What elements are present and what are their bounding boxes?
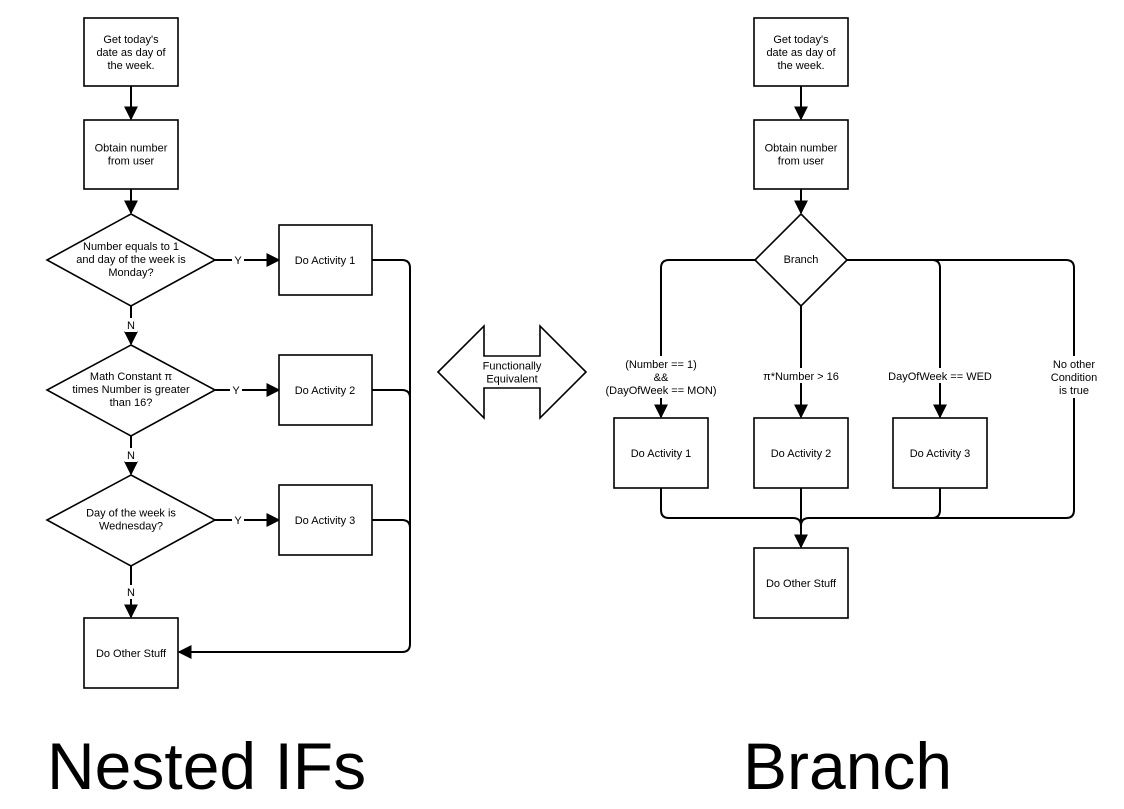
- text-line: Number equals to 1: [83, 241, 179, 253]
- branch-title: Branch: [743, 729, 952, 803]
- yes-label-1: Y: [234, 255, 242, 267]
- edge-activity1-to-other: [177, 259, 411, 659]
- edge-merge-curve-left: [792, 517, 802, 527]
- text-line: Do Activity 3: [295, 515, 356, 527]
- no-label-3: N: [127, 587, 135, 599]
- right-activity1-box: [613, 417, 709, 489]
- text-line: the week.: [107, 60, 154, 72]
- no-label-2: N: [127, 450, 135, 462]
- right-get-date-box: [753, 17, 849, 87]
- text-line: Do Activity 3: [910, 448, 971, 460]
- left-activity3-text: Do Activity 3: [295, 515, 356, 527]
- right-obtain-number-box: [753, 119, 849, 190]
- edge-activity2-to-other: [372, 389, 411, 399]
- text-line: the week.: [777, 60, 824, 72]
- text-line: date as day of: [96, 47, 166, 59]
- edge-activity1-merge: [660, 488, 793, 519]
- condition-3-label: DayOfWeek == WED: [888, 371, 992, 383]
- text-line: than 16?: [110, 397, 153, 409]
- double-arrow-icon: [436, 324, 588, 420]
- left-edge-labels: Y N Y N Y N: [125, 253, 244, 599]
- text-line: date as day of: [766, 47, 836, 59]
- text-line: times Number is greater: [72, 384, 190, 396]
- right-edges: [654, 86, 1075, 549]
- right-activity2-text: Do Activity 2: [771, 448, 832, 460]
- edge-branch-to-activity1: [654, 259, 755, 419]
- text-line: Obtain number: [765, 143, 838, 155]
- yes-label-3: Y: [234, 515, 242, 527]
- right-other-stuff-text: Do Other Stuff: [766, 578, 837, 590]
- text-line: and day of the week is: [76, 254, 186, 266]
- right-activity1-text: Do Activity 1: [631, 448, 692, 460]
- text-line: Do Activity 1: [631, 448, 692, 460]
- text-line: Monday?: [108, 267, 153, 279]
- branch-text: Branch: [784, 254, 819, 266]
- text-line: (Number == 1): [625, 359, 697, 371]
- branch-diagram: (Number == 1)&&(DayOfWeek == MON) π*Numb…: [604, 17, 1102, 803]
- left-activity2-text: Do Activity 2: [295, 385, 356, 397]
- condition-1-label: (Number == 1)&&(DayOfWeek == MON): [605, 359, 716, 397]
- edge-merge-curve-right: [800, 517, 810, 527]
- text-line: Day of the week is: [86, 508, 176, 520]
- left-other-stuff-box: [83, 617, 179, 689]
- condition-2-label: π*Number > 16: [763, 371, 839, 383]
- left-decision1-diamond: [45, 213, 217, 307]
- left-activity1-text: Do Activity 1: [295, 255, 356, 267]
- text-line: Get today's: [103, 34, 159, 46]
- text-line: is true: [1059, 385, 1089, 397]
- nested-ifs-title: Nested IFs: [47, 729, 366, 803]
- text-line: Equivalent: [486, 374, 537, 386]
- edge-activity3-merge: [809, 488, 941, 519]
- text-line: Do Other Stuff: [96, 648, 167, 660]
- edge-activity3-to-other: [372, 519, 411, 529]
- branch-diamond: [753, 212, 849, 308]
- left-activity3-box: [278, 484, 373, 556]
- right-activity3-text: Do Activity 3: [910, 448, 971, 460]
- text-line: from user: [108, 156, 155, 168]
- left-activity2-box: [278, 354, 373, 426]
- left-other-stuff-text: Do Other Stuff: [96, 648, 167, 660]
- text-line: DayOfWeek == WED: [888, 371, 992, 383]
- text-line: from user: [778, 156, 825, 168]
- text-line: &&: [654, 372, 669, 384]
- edge-branch-to-activity3: [847, 259, 947, 419]
- right-activity3-box: [892, 417, 988, 489]
- text-line: Get today's: [773, 34, 829, 46]
- text-line: Condition: [1051, 372, 1097, 384]
- text-line: Math Constant π: [90, 371, 173, 383]
- text-line: Do Other Stuff: [766, 578, 837, 590]
- left-activity1-box: [278, 224, 373, 296]
- text-line: Branch: [784, 254, 819, 266]
- left-obtain-number-box: [83, 119, 179, 190]
- text-line: Functionally: [483, 361, 542, 373]
- text-line: Do Activity 2: [295, 385, 356, 397]
- text-line: (DayOfWeek == MON): [605, 385, 716, 397]
- text-line: Obtain number: [95, 143, 168, 155]
- no-label-1: N: [127, 320, 135, 332]
- yes-label-2: Y: [232, 385, 240, 397]
- right-activity2-box: [753, 417, 849, 489]
- text-line: Do Activity 1: [295, 255, 356, 267]
- text-line: π*Number > 16: [763, 371, 839, 383]
- text-line: Wednesday?: [99, 521, 163, 533]
- left-decision3-diamond: [45, 474, 217, 567]
- left-get-date-box: [83, 17, 179, 87]
- left-decision2-diamond: [45, 344, 217, 437]
- text-line: Do Activity 2: [771, 448, 832, 460]
- right-other-stuff-box: [753, 547, 849, 619]
- text-line: No other: [1053, 359, 1096, 371]
